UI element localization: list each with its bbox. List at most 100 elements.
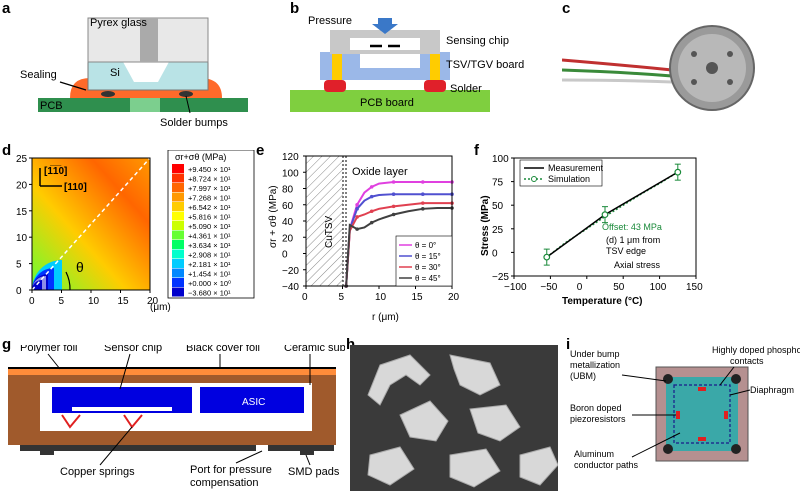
panel-letter-a: a [2,0,11,17]
e-y-tick-label: 80 [282,185,294,196]
e-xlabel: r (μm) [372,312,399,323]
f-measurement-point [674,168,682,176]
label-al-2: conductor paths [574,460,639,470]
e-y-tick-label: 40 [282,217,294,228]
legend-value: +6.542 × 10¹ [188,203,231,212]
legend-swatch [172,287,184,297]
panel-letter-b: b [290,0,300,17]
f-measurement-point [543,253,551,261]
label-port-1: Port for pressure [190,464,272,476]
legend-title: σr+σθ (MPa) [175,152,226,162]
d-x-tick-label: 20 [147,296,159,307]
e-series-point [391,180,396,184]
f-x-tick-label: 150 [686,282,703,293]
dir-label-2: [110] [64,182,87,193]
e-x-tick-label: 15 [412,292,424,303]
e-series-point [391,204,396,209]
e-series-point [421,192,425,196]
copper-spring [61,414,81,429]
legend-swatch [172,164,184,173]
label-polymer-foil: Polymer foil [20,345,77,354]
pressure-arrow [372,18,398,34]
label-smd: SMD pads [288,466,340,478]
e-x-tick-label: 20 [448,292,460,303]
legend-swatch [172,221,184,230]
f-ylabel: Stress (MPa) [480,195,491,256]
label-ubm-2: metallization [570,360,620,370]
e-series-point [369,220,374,225]
legend-value: +2.908 × 10¹ [188,251,231,260]
panel-letter-h: h [346,336,356,353]
label-si: Si [110,67,120,79]
f-y-tick-label: 100 [492,154,509,165]
theta-label: θ [76,259,84,275]
d-y-tick-label: 25 [16,154,28,165]
f-simulation-line [546,171,679,258]
f-xlabel: Temperature (°C) [562,296,643,307]
label-asic: ASIC [242,397,265,408]
d-y-tick-label: 20 [16,180,28,191]
d-y-tick-label: 10 [16,233,28,244]
label-phos-2: contacts [730,356,764,366]
label-sealing: Sealing [20,69,57,81]
e-series-point [369,194,374,199]
e-y-tick-label: 120 [282,152,299,163]
label-boron-2: piezoresistors [570,414,626,424]
legend-swatch [172,268,184,278]
label-pressure: Pressure [308,15,352,27]
label-solder-bumps: Solder bumps [160,117,228,129]
legend-swatch [172,202,184,211]
label-pcb: PCB [40,100,63,112]
f-y-tick-label: 50 [492,201,504,212]
e-y-tick-label: 0 [282,250,288,261]
diaphragm [673,384,731,444]
legend-value: +2.181 × 10¹ [188,260,231,269]
d-x-tick-label: 0 [29,296,35,307]
d-y-tick-label: 5 [16,260,22,271]
legend-swatch [172,173,184,183]
e-x-tick-label: 5 [339,292,345,303]
label-sensing-chip: Sensing chip [446,35,509,47]
f-x-tick-label: −50 [540,282,557,293]
e-x-tick-label: 0 [302,292,308,303]
label-ubm-1: Under bump [570,349,620,359]
cutsv-region [306,156,343,286]
e-series-line [345,207,452,287]
e-series-point [355,227,359,231]
f-x-tick-label: 50 [613,282,625,293]
legend-value: −3.680 × 10¹ [188,289,231,298]
solder-bump [101,91,115,97]
e-series-point [369,185,374,189]
label-sensor-chip: Sensor chip [104,345,162,354]
legend-value: +7.997 × 10¹ [188,184,231,193]
legend-value: +0.000 × 10⁰ [188,279,231,288]
f-y-tick-label: 75 [492,178,504,189]
legend-value: +3.634 × 10¹ [188,241,231,250]
e-y-tick-label: −40 [282,282,299,293]
legend-value: +1.454 × 10¹ [188,270,231,279]
panel-letter-e: e [256,142,265,159]
e-ylabel: σr + σθ (MPa) [268,185,279,248]
e-y-tick-label: 100 [282,168,299,179]
polymer-foil [8,369,336,375]
e-legend-label: θ = 30° [415,263,441,272]
panel-i-diagram: Under bump metallization (UBM) Highly do… [570,345,800,470]
panel-g-diagram: ASIC Polymer foil Sensor chip Black cove… [8,345,345,489]
label-ubm-3: (UBM) [570,371,596,381]
label-boron-1: Boron doped [570,403,622,413]
e-series-line [345,193,452,287]
legend-value: +9.450 × 10¹ [188,165,231,174]
d-y-tick-label: 0 [16,286,22,297]
f-y-tick-label: 0 [492,248,498,259]
oxide-label: Oxide layer [352,166,408,178]
label-pcb-board: PCB board [360,97,414,109]
f-measurement-point [601,211,609,219]
f-y-tick-label: 25 [492,225,504,236]
e-y-tick-label: −20 [282,266,299,277]
legend-swatch [172,249,184,259]
legend-value: +7.268 × 10¹ [188,194,231,203]
e-series-point [421,207,425,211]
e-legend-label: θ = 0° [415,241,436,250]
